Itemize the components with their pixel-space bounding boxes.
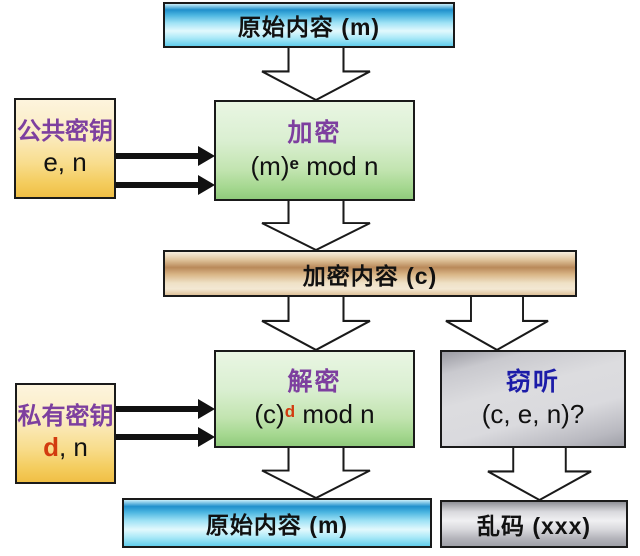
plaintext-top-label: 原始内容 (m) (237, 14, 381, 40)
private-key-rest: , n (58, 432, 88, 463)
private-key-box: 私有密钥 d, n (15, 383, 116, 484)
private-key-title: 私有密钥 (17, 402, 114, 430)
private-key-value: d, n (43, 432, 88, 463)
decrypt-formula-exponent: d (284, 402, 296, 422)
decrypt-title: 解密 (287, 367, 342, 396)
decrypt-formula-base: (c) (254, 399, 285, 430)
plaintext-top-bar: 原始内容 (m) (163, 2, 455, 48)
garbled-label: 乱码 (xxx) (476, 513, 592, 539)
plaintext-bottom-label: 原始内容 (m) (205, 512, 349, 538)
arrow-cipher-to-decrypt-icon (261, 296, 371, 352)
arrow-eavesdrop-to-garbled-icon (487, 447, 592, 502)
decrypt-formula: (c)d mod n (254, 399, 374, 430)
private-key-input-arrows-icon (114, 399, 215, 447)
decrypt-box: 解密 (c)d mod n (214, 350, 415, 448)
eavesdrop-formula: (c, e, n)? (481, 399, 585, 430)
public-key-title: 公共密钥 (17, 117, 113, 145)
cipher-bar: 加密内容 (c) (163, 250, 577, 297)
public-key-value: e, n (43, 147, 87, 178)
public-key-box: 公共密钥 e, n (14, 98, 116, 199)
encrypt-formula-base: (m) (250, 150, 290, 181)
arrow-encrypt-to-cipher-icon (261, 200, 371, 252)
encrypt-formula-exponent: e (289, 153, 299, 173)
encrypt-formula-rest: mod n (298, 150, 379, 181)
cipher-label: 加密内容 (c) (302, 262, 438, 289)
plaintext-bottom-bar: 原始内容 (m) (122, 498, 432, 548)
encrypt-box: 加密 (m)e mod n (214, 100, 415, 201)
arrow-plaintext-to-encrypt-icon (261, 47, 371, 102)
arrow-decrypt-to-plaintext-icon (261, 447, 371, 500)
encrypt-title: 加密 (287, 119, 342, 148)
eavesdrop-box: 窃听 (c, e, n)? (440, 350, 626, 448)
arrow-cipher-to-eavesdrop-icon (445, 296, 549, 352)
eavesdrop-title: 窃听 (505, 367, 560, 396)
public-key-input-arrows-icon (114, 146, 215, 195)
garbled-bar: 乱码 (xxx) (440, 500, 628, 548)
private-key-d: d (43, 432, 59, 463)
encrypt-formula: (m)e mod n (251, 151, 379, 182)
decrypt-formula-rest: mod n (295, 399, 375, 430)
